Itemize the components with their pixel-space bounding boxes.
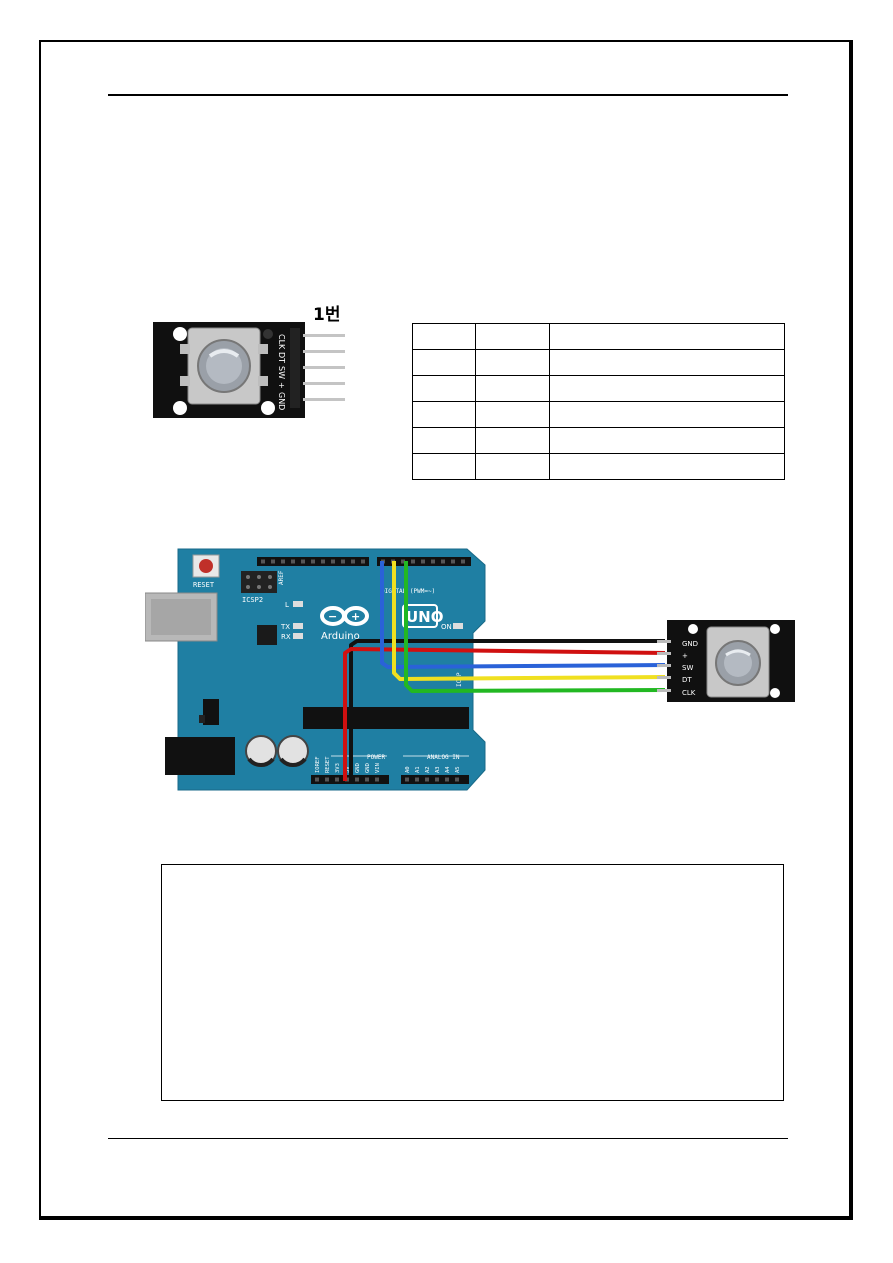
encoder-module-right: GND + SW DT CLK (657, 620, 795, 702)
arduino-board (177, 548, 486, 791)
right-module-pin-dt: DT (682, 676, 692, 684)
code-box (161, 864, 784, 1101)
led-tx-label: TX (280, 623, 290, 631)
pin-table-row (412, 453, 785, 480)
svg-text:−: − (328, 610, 337, 623)
power-pin-label: 5V (345, 766, 351, 773)
pin-connection-table (412, 323, 785, 480)
footer-rule (108, 1138, 788, 1139)
pin-table-cell (549, 375, 785, 402)
pin-table-cell (412, 453, 476, 480)
power-pin-label: RESET (325, 756, 331, 773)
arduino-logo (320, 606, 369, 626)
analog-pin-label: A5 (455, 766, 461, 773)
power-pin-label: IOREF (315, 756, 321, 773)
module-pin-label-plus: + (277, 382, 286, 389)
power-pin-label: GND (355, 763, 361, 773)
rotary-encoder-module-photo: CLK DT SW + GND (153, 322, 345, 418)
power-pin-label: VIN (375, 763, 381, 773)
uno-model-text: UNO (406, 608, 444, 626)
power-label: POWER (367, 754, 385, 761)
icsp2-label: ICSP2 (242, 596, 263, 604)
pin-table-cell (475, 375, 550, 402)
pin-table-row (412, 375, 785, 402)
pin-table-row (412, 427, 785, 454)
pin-table-cell (475, 401, 550, 428)
atmega-chip (303, 707, 469, 729)
usb-chip (257, 625, 277, 645)
pin-table-cell (475, 453, 550, 480)
pin-table-cell (412, 375, 476, 402)
wire-gnd (349, 639, 665, 781)
pin-table-cell (412, 427, 476, 454)
wire-vcc (343, 647, 666, 781)
pin-table-cell (475, 323, 550, 350)
analog-pin-label: A1 (415, 766, 421, 773)
analog-pin-label: A2 (425, 766, 431, 773)
module-pin-label-gnd: GND (277, 392, 286, 410)
right-module-pin-sw: SW (682, 664, 693, 672)
pin-table-row (412, 349, 785, 376)
icsp2-header (241, 571, 277, 593)
pin-table-cell (412, 323, 476, 350)
arduino-brand-text: Arduino (321, 631, 360, 642)
voltage-regulator (203, 699, 219, 725)
reset-label: RESET (193, 581, 215, 589)
led-rx-label: RX (281, 633, 291, 641)
right-module-pin-gnd: GND (682, 640, 698, 648)
analog-in-label: ANALOG IN (427, 754, 460, 761)
pin-table-cell (549, 453, 785, 480)
module-callout-label: 1번 (313, 305, 341, 325)
wire-sw (380, 561, 666, 669)
analog-pin-label: A4 (445, 766, 451, 773)
wire-dt (392, 561, 666, 681)
pin-table-cell (549, 323, 785, 350)
page-border (39, 40, 853, 1220)
pin-table-cell (412, 401, 476, 428)
pin-table-cell (549, 401, 785, 428)
pin-table-cell (412, 349, 476, 376)
led-on-label: ON (441, 623, 452, 631)
pin-table-row (412, 401, 785, 428)
svg-text:+: + (351, 610, 360, 623)
pin-table-cell (475, 427, 550, 454)
module-pin-label-sw: SW (277, 366, 286, 379)
pin-table-cell (549, 349, 785, 376)
header-rule (108, 94, 788, 96)
reset-button (199, 559, 213, 573)
pin-table-cell (475, 349, 550, 376)
analog-pin-label: A3 (435, 766, 441, 773)
wire-clk (404, 561, 666, 693)
arduino-wiring-diagram: RESET ICSP2 L TX RX ON − + Arduino UNO D… (145, 548, 795, 791)
right-module-pin-plus: + (682, 652, 688, 660)
pin-table-row (412, 323, 785, 350)
aref-label: AREF (278, 570, 285, 585)
power-pin-label: GND (365, 763, 371, 773)
led-l-label: L (285, 601, 289, 609)
power-pin-label: 3V3 (335, 763, 341, 773)
right-module-pin-clk: CLK (682, 689, 696, 697)
module-pin-label-dt: DT (277, 352, 286, 363)
module-pin-label-clk: CLK (277, 334, 286, 350)
pin-table-cell (549, 427, 785, 454)
digital-header-label: DIGITAL (PWM=~) (381, 588, 435, 595)
analog-pin-label: A0 (405, 766, 411, 773)
dc-power-jack (165, 737, 235, 775)
